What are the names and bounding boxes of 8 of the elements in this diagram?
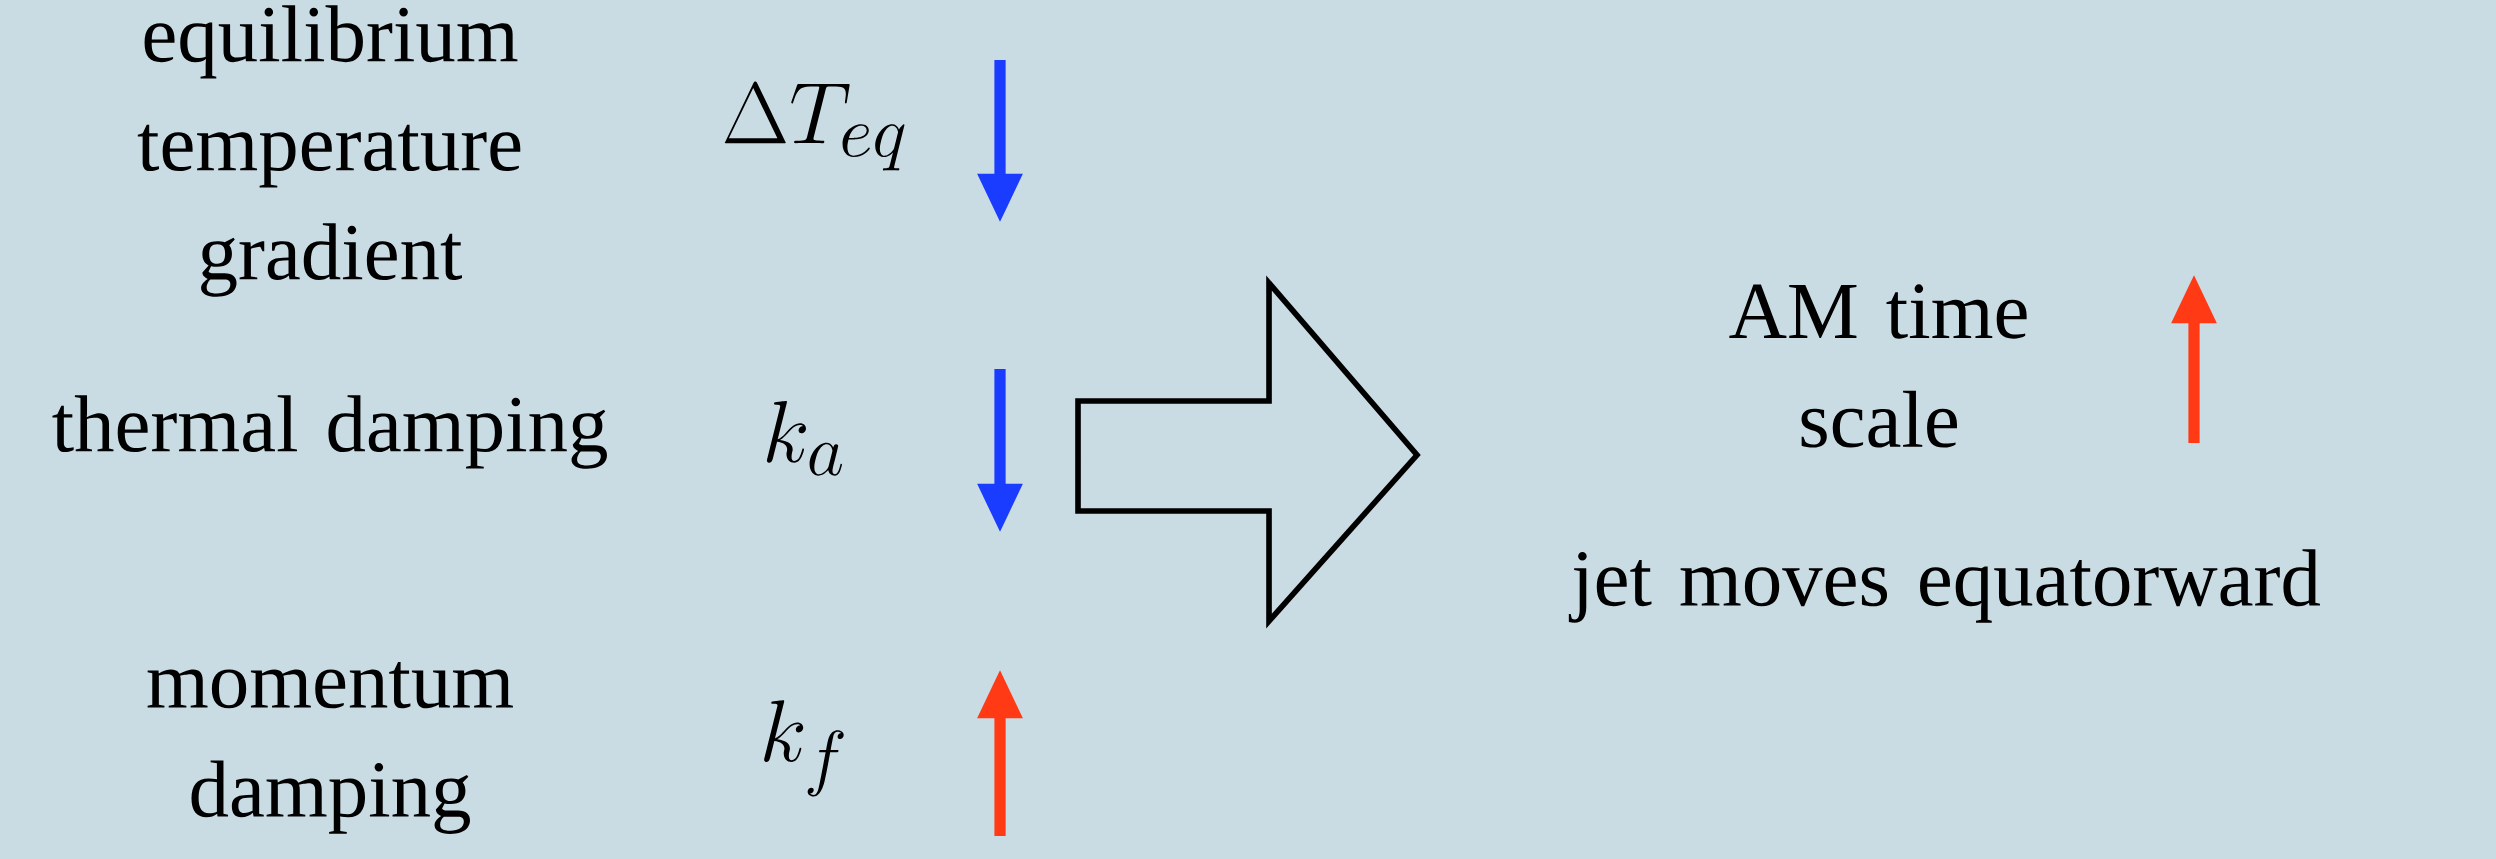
text-label: AM time scale <box>1729 284 2027 448</box>
formula: $k_f$ <box>764 700 844 797</box>
formula: $\Delta T_{eq}$ <box>724 81 905 171</box>
text-label: thermal damping <box>52 395 607 469</box>
text-label: equilibrium temperature gradient <box>137 5 521 297</box>
text-label: momentum damping <box>147 662 513 834</box>
text-label: jet moves equatorward <box>1568 549 2320 623</box>
formula: $k_a$ <box>766 401 842 476</box>
